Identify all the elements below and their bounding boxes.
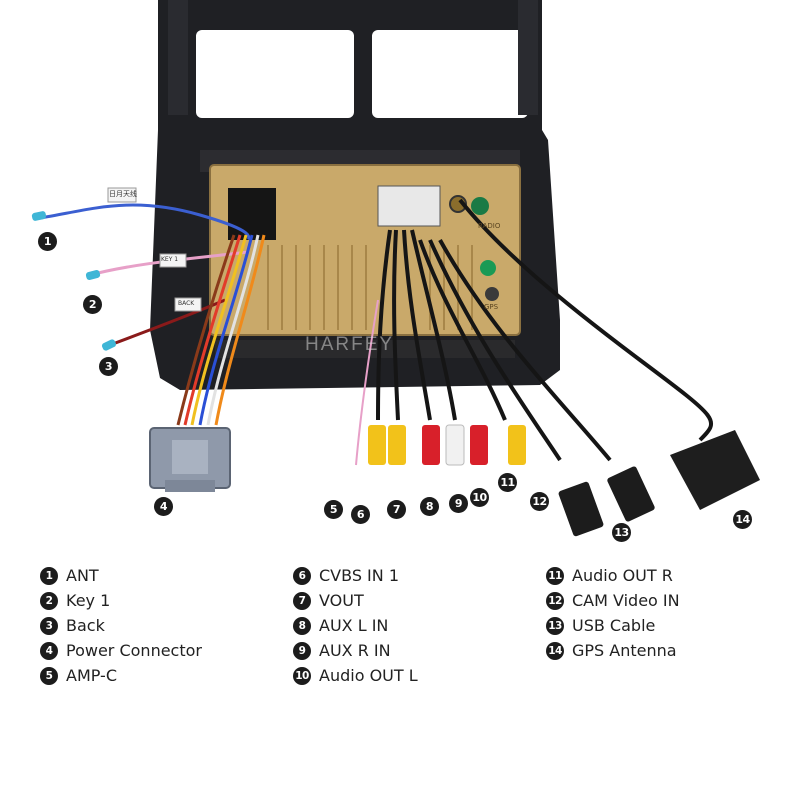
legend-item: 14 GPS Antenna <box>546 638 680 663</box>
badge-11: 11 <box>498 473 517 492</box>
rca-plugs <box>355 299 526 466</box>
legend-label: Key 1 <box>66 591 111 610</box>
legend-num: 14 <box>546 641 564 660</box>
back-wire-tag: BACK <box>178 300 195 307</box>
legend-item: 7 VOUT <box>293 588 418 613</box>
legend-item: 8 AUX L IN <box>293 613 418 638</box>
legend-label: CAM Video IN <box>572 591 680 610</box>
badge-10: 10 <box>470 488 489 507</box>
badge-5: 5 <box>324 500 343 519</box>
legend-label: AUX R IN <box>319 641 391 660</box>
legend-num: 1 <box>40 566 58 585</box>
legend-item: 10 Audio OUT L <box>293 663 418 688</box>
brand-watermark: HARFEY <box>305 334 395 355</box>
usb-plugs <box>558 466 655 537</box>
legend-item: 2 Key 1 <box>40 588 202 613</box>
gps-antenna <box>670 430 760 510</box>
legend-num: 4 <box>40 641 58 660</box>
legend-num: 12 <box>546 591 564 610</box>
badge-2: 2 <box>83 295 102 314</box>
rca-bundle <box>376 198 714 462</box>
legend-label: VOUT <box>319 591 364 610</box>
legend-label: ANT <box>66 566 99 585</box>
legend-num: 9 <box>293 641 311 660</box>
legend-num: 11 <box>546 566 564 585</box>
legend-label: USB Cable <box>572 616 656 635</box>
legend-item: 11 Audio OUT R <box>546 563 680 588</box>
legend-label: Power Connector <box>66 641 202 660</box>
legend-num: 3 <box>40 616 58 635</box>
legend-label: Back <box>66 616 105 635</box>
badge-7: 7 <box>387 500 406 519</box>
badge-6: 6 <box>351 505 370 524</box>
ant-wire-tag: 日月天线 <box>109 190 137 198</box>
legend-label: CVBS IN 1 <box>319 566 400 585</box>
legend-column-1: 1 ANT 2 Key 1 3 Back 4 Power Connector 5 AMP-… <box>40 563 202 688</box>
key-wire-tag: KEY 1 <box>161 256 179 263</box>
badge-8: 8 <box>420 497 439 516</box>
power-connector <box>149 427 231 492</box>
legend-num: 6 <box>293 566 311 585</box>
legend-column-3: 11 Audio OUT R 12 CAM Video IN 13 USB Cable… <box>546 563 680 663</box>
legend-label: GPS Antenna <box>572 641 677 660</box>
legend-item: 6 CVBS IN 1 <box>293 563 418 588</box>
radio-port-label: RADIO <box>478 222 501 230</box>
legend-label: AUX L IN <box>319 616 389 635</box>
legend-item: 13 USB Cable <box>546 613 680 638</box>
badge-4: 4 <box>154 497 173 516</box>
legend-item: 4 Power Connector <box>40 638 202 663</box>
legend-label: Audio OUT L <box>319 666 418 685</box>
legend-item: 9 AUX R IN <box>293 638 418 663</box>
wire-tips <box>31 187 202 351</box>
legend-num: 2 <box>40 591 58 610</box>
badge-12: 12 <box>530 492 549 511</box>
gps-port-label: GPS <box>484 303 499 311</box>
power-harness <box>176 234 266 426</box>
legend-num: 7 <box>293 591 311 610</box>
legend-label: Audio OUT R <box>572 566 673 585</box>
legend-num: 8 <box>293 616 311 635</box>
badge-1: 1 <box>38 232 57 251</box>
badge-9: 9 <box>449 494 468 513</box>
legend-item: 12 CAM Video IN <box>546 588 680 613</box>
legend-item: 3 Back <box>40 613 202 638</box>
legend-num: 5 <box>40 666 58 685</box>
legend-label: AMP-C <box>66 666 117 685</box>
badge-3: 3 <box>99 357 118 376</box>
badge-13: 13 <box>612 523 631 542</box>
legend-item: 5 AMP-C <box>40 663 202 688</box>
badge-14: 14 <box>733 510 752 529</box>
legend-item: 1 ANT <box>40 563 202 588</box>
unit-illustration <box>31 0 760 537</box>
legend-num: 10 <box>293 666 311 685</box>
legend-num: 13 <box>546 616 564 635</box>
legend-column-2: 6 CVBS IN 1 7 VOUT 8 AUX L IN 9 AUX R IN 10 A… <box>293 563 418 688</box>
